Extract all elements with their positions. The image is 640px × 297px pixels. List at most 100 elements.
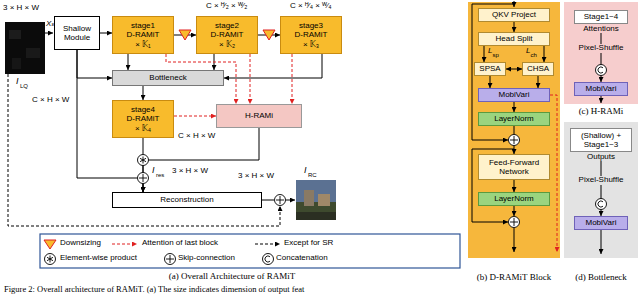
legend-text: Element-wise product bbox=[60, 254, 137, 263]
legend-plus-symbol bbox=[165, 254, 176, 265]
legend-concat-symbol bbox=[263, 254, 274, 265]
annotation-label: C × ᴴ⁄₂ × ᵂ⁄₂ bbox=[206, 2, 247, 11]
node-text: stage1 bbox=[131, 21, 155, 30]
node-text: CHSA bbox=[527, 64, 549, 73]
output-arrow bbox=[601, 96, 602, 103]
process-box: MobiVari bbox=[574, 82, 628, 96]
annotation-label: C × ᴴ⁄₄ × ᵂ⁄₄ bbox=[290, 2, 332, 11]
connector-arrow bbox=[544, 46, 545, 62]
legend-product-symbol bbox=[45, 254, 56, 265]
figure-caption: Figure 2: Overall architecture of RAMiT.… bbox=[4, 285, 304, 294]
process-box: Bottleneck bbox=[112, 70, 224, 86]
node-text: D-RAMiT bbox=[211, 30, 244, 39]
connector-arrow bbox=[514, 102, 515, 112]
plus-symbol bbox=[509, 135, 520, 146]
input-image bbox=[5, 22, 45, 74]
node-text: stage3 bbox=[299, 21, 323, 30]
process-box: MobiVari bbox=[478, 88, 550, 102]
process-box: Reconstruction bbox=[112, 192, 262, 208]
node-text: × 𝕂₄ bbox=[135, 124, 151, 133]
output-arrow bbox=[286, 200, 296, 201]
panel-caption: (c) H-RAMi bbox=[579, 106, 624, 116]
annotation-label: L bbox=[526, 47, 530, 56]
input-arrow bbox=[45, 33, 53, 34]
process-box: LayerNorm bbox=[478, 192, 550, 206]
annotation-label: 3 × H × W bbox=[172, 167, 208, 176]
connector-arrow bbox=[143, 86, 144, 100]
block-output-arrow bbox=[514, 228, 515, 253]
node-text: Stage1~4 bbox=[584, 12, 618, 21]
node-text: D-RAMiT bbox=[127, 114, 160, 123]
global-skip-dashed bbox=[8, 74, 280, 226]
annotation-label: Pixel-Shuffle bbox=[578, 44, 625, 53]
process-box: Feed-Forward Network bbox=[478, 154, 550, 180]
node-text: stage4 bbox=[131, 105, 155, 114]
annotation-label: Pixel-Shuffle bbox=[578, 176, 625, 185]
node-text: Bottleneck bbox=[149, 73, 186, 82]
node-text: Attentions bbox=[582, 24, 620, 33]
connector-arrow bbox=[490, 76, 491, 88]
product-symbol bbox=[138, 155, 149, 166]
node-text: Reconstruction bbox=[160, 195, 213, 204]
connector-arrow bbox=[77, 50, 112, 78]
connector-arrow bbox=[128, 54, 129, 70]
connector-arrow bbox=[514, 22, 515, 32]
annotation-label: res bbox=[156, 172, 164, 179]
process-box: QKV Project bbox=[478, 8, 550, 22]
annotation-label: I bbox=[16, 77, 19, 87]
annotation-label: I bbox=[304, 166, 307, 176]
node-text: stage2 bbox=[215, 21, 239, 30]
legend-frame bbox=[40, 234, 460, 268]
node-text: D-RAMiT bbox=[127, 30, 160, 39]
process-box: LayerNorm bbox=[478, 112, 550, 126]
concat-symbol bbox=[596, 65, 607, 76]
process-box: Head Split bbox=[478, 32, 550, 46]
node-text: Head Split bbox=[496, 34, 533, 43]
node-text: Shallow Module bbox=[57, 24, 97, 42]
legend-text: Except for SR bbox=[284, 239, 333, 248]
legend-black-dashed bbox=[255, 244, 280, 245]
annotation-label: L bbox=[488, 47, 492, 56]
process-box: CHSA bbox=[522, 62, 554, 76]
process-box: stage4D-RAMiT× 𝕂₄ bbox=[112, 100, 174, 138]
plus-symbol bbox=[509, 217, 520, 228]
node-text: SPSA bbox=[479, 64, 500, 73]
annotation-label: sp bbox=[493, 52, 499, 59]
annotation-label: C × H × W bbox=[32, 96, 69, 105]
node-text: × 𝕂₂ bbox=[219, 40, 235, 49]
attention-arrow bbox=[250, 54, 251, 104]
process-box: Shallow Module bbox=[54, 16, 100, 50]
annotation-label: LQ bbox=[20, 83, 28, 90]
annotation-label: I bbox=[152, 166, 155, 176]
node-text: Feed-Forward Network bbox=[481, 158, 547, 176]
node-text: LayerNorm bbox=[494, 114, 534, 123]
plus-symbol bbox=[275, 195, 286, 206]
connector-arrow bbox=[514, 180, 515, 192]
norm-output-wire bbox=[514, 206, 515, 216]
concat-symbol bbox=[596, 199, 607, 210]
node-text: D-RAMiT bbox=[295, 30, 328, 39]
node-text: LayerNorm bbox=[494, 194, 534, 203]
connector-arrow bbox=[538, 76, 539, 88]
process-box: H-RAMi bbox=[216, 104, 302, 128]
legend-text: Concatenation bbox=[276, 254, 328, 263]
downsizing-triangle bbox=[263, 30, 275, 40]
node-text: MobiVari bbox=[499, 90, 530, 99]
process-box: (Shallow) + Stage1~3Outputs bbox=[570, 128, 632, 152]
output-image bbox=[296, 180, 336, 220]
process-box: Stage1~4Attentions bbox=[574, 10, 628, 24]
node-text: H-RAMi bbox=[245, 111, 273, 120]
attention-arrow bbox=[292, 54, 293, 104]
recon-output-wire bbox=[262, 200, 274, 201]
connector-arrow bbox=[484, 46, 485, 62]
panel-caption: (d) Bottleneck bbox=[575, 272, 627, 282]
node-text: MobiVari bbox=[586, 84, 617, 93]
downsizing-triangle bbox=[179, 30, 191, 40]
node-text: MobiVari bbox=[586, 218, 617, 227]
connector-arrow bbox=[224, 54, 322, 78]
node-text: (Shallow) + Stage1~3 bbox=[573, 131, 629, 149]
node-text: Outputs bbox=[586, 152, 616, 161]
legend-red-dashed bbox=[112, 244, 137, 245]
attention-arrow bbox=[174, 116, 216, 117]
